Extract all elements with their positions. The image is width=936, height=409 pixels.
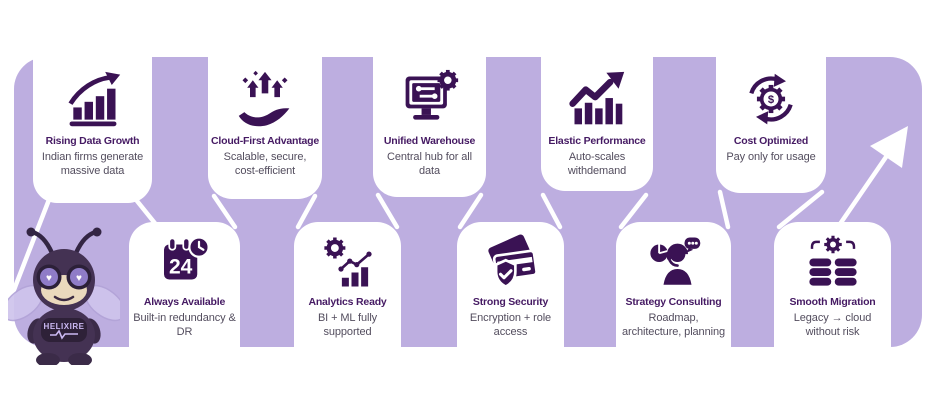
card-subtitle: Encryption + role access bbox=[469, 312, 552, 339]
card-strategy-consulting: Strategy Consulting Roadmap, architectur… bbox=[616, 222, 731, 370]
card-title: Unified Warehouse bbox=[383, 135, 476, 147]
card-subtitle: Legacy → cloud without risk bbox=[793, 312, 872, 339]
svg-text:♥: ♥ bbox=[76, 273, 82, 284]
card-subtitle: Central hub for all data bbox=[387, 151, 472, 178]
card-title: Elastic Performance bbox=[548, 135, 646, 147]
connector-line bbox=[7, 189, 55, 303]
card-subtitle: Pay only for usage bbox=[726, 151, 816, 164]
card-subtitle: Indian firms generate massive data bbox=[41, 151, 144, 178]
card-subtitle: Roadmap, architecture, planning bbox=[622, 312, 725, 339]
bee-foot bbox=[68, 353, 92, 367]
hand-growth-arrows-icon bbox=[235, 69, 295, 129]
svg-text:$: $ bbox=[768, 94, 775, 106]
card-title: Rising Data Growth bbox=[45, 135, 140, 147]
card-rising-data-growth: Rising Data Growth Indian firms generate… bbox=[33, 57, 152, 203]
svg-text:24: 24 bbox=[168, 255, 192, 278]
cards-shield-check-icon bbox=[483, 234, 539, 290]
pulse-line-icon bbox=[50, 329, 78, 340]
card-subtitle: Auto-scales withdemand bbox=[567, 151, 627, 178]
card-title: Smooth Migration bbox=[789, 296, 876, 308]
card-title: Strong Security bbox=[472, 296, 549, 308]
card-smooth-migration: Smooth Migration Legacy → cloud without … bbox=[774, 222, 891, 347]
consultant-pie-chat-icon bbox=[646, 234, 702, 290]
card-title: Cloud-First Advantage bbox=[211, 135, 319, 147]
up-right-growth-arrow-icon bbox=[870, 126, 908, 168]
card-title: Analytics Ready bbox=[308, 296, 387, 308]
card-subtitle: Scalable, secure, cost-efficient bbox=[223, 151, 307, 178]
connector-line bbox=[618, 192, 649, 230]
connector-line bbox=[211, 193, 238, 230]
card-analytics-ready: Analytics Ready BI + ML fully supported bbox=[294, 222, 401, 347]
connector-line bbox=[457, 192, 484, 230]
bar-chart-rise-icon bbox=[63, 69, 123, 129]
connector-line bbox=[776, 189, 825, 230]
connector-line bbox=[717, 189, 731, 230]
card-always-available: 24 Always Available Built-in redundancy … bbox=[129, 222, 240, 347]
bee-plush-mascot: ♥ ♥ HELIXIRE bbox=[2, 225, 126, 367]
dollar-gear-refresh-icon: $ bbox=[741, 69, 801, 129]
database-migration-gear-icon bbox=[805, 234, 861, 290]
card-title: Cost Optimized bbox=[733, 135, 809, 147]
card-strong-security: Strong Security Encryption + role access bbox=[457, 222, 564, 347]
connector-line bbox=[540, 192, 563, 230]
bee-eyes: ♥ ♥ bbox=[36, 264, 92, 290]
card-subtitle: Built-in redundancy & DR bbox=[133, 312, 236, 339]
bee-chest-badge: HELIXIRE bbox=[41, 318, 87, 342]
mascot-brand-label: HELIXIRE bbox=[44, 322, 85, 331]
card-title: Always Available bbox=[143, 296, 226, 308]
connector-line bbox=[295, 193, 318, 230]
bee-foot bbox=[36, 353, 60, 367]
gear-analytics-icon bbox=[320, 234, 376, 290]
calendar-24-clock-icon: 24 bbox=[157, 234, 213, 290]
card-cost-optimized: $ Cost Optimized Pay only for usage bbox=[716, 57, 826, 193]
arrow-shaft bbox=[837, 154, 889, 227]
monitor-gear-icon bbox=[400, 69, 460, 129]
card-subtitle: BI + ML fully supported bbox=[317, 312, 378, 339]
connector-line bbox=[375, 192, 400, 230]
card-elastic-performance: Elastic Performance Auto-scales withdema… bbox=[541, 57, 653, 191]
zigzag-growth-icon bbox=[567, 69, 627, 129]
svg-text:♥: ♥ bbox=[46, 273, 52, 284]
bee-smile bbox=[53, 295, 75, 302]
bee-antennae bbox=[26, 227, 102, 256]
card-title: Strategy Consulting bbox=[625, 296, 722, 308]
card-cloud-first-advantage: Cloud-First Advantage Scalable, secure, … bbox=[208, 57, 322, 199]
card-unified-warehouse: Unified Warehouse Central hub for all da… bbox=[373, 57, 486, 197]
